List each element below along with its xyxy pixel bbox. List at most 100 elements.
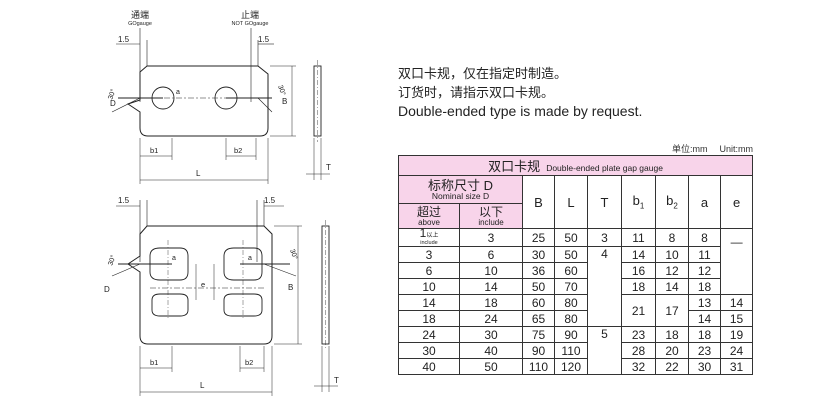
col-header-L: L — [554, 175, 588, 229]
cell-include: 24 — [459, 310, 523, 327]
table-row: 14 18 60 80 21 17 13 14 — [398, 294, 754, 327]
cell-a: 18 — [688, 278, 721, 295]
cell-a: 23 — [688, 342, 721, 359]
include-cn: 以下 — [478, 204, 503, 219]
note-line-1: 双口卡规，仅在指定时制造。 — [398, 66, 568, 81]
cell-a: 12 — [688, 262, 721, 279]
cell-b2-merged: 17 — [655, 294, 689, 327]
cell-b1: 28 — [621, 342, 656, 359]
cell-b2: 14 — [655, 278, 689, 295]
cell-include: 3 — [459, 228, 523, 247]
table-title: 双口卡规 Double-ended plate gap gauge — [397, 155, 754, 176]
nominal-size-cn: 标称尺寸 D — [427, 177, 493, 193]
cell-b1: 23 — [621, 326, 656, 343]
dim-T-top: T — [326, 163, 331, 172]
table-header-row-2: 超过 above 以下 include — [398, 203, 753, 229]
cell-e: 14 — [719, 294, 754, 311]
units-label: 单位:mm Unit:mm — [672, 142, 753, 155]
above-cn: 超过 — [416, 204, 441, 219]
cell-a: 30 — [688, 358, 721, 375]
cell-include: 40 — [459, 342, 523, 359]
notgo-label-cn: 止端 — [241, 9, 259, 20]
cell-include: 30 — [459, 326, 523, 343]
dim-a-bottom-left: a — [172, 255, 176, 262]
order-notes: 双口卡规，仅在指定时制造。 订货时，请指示双口卡规。 Double-ended … — [398, 64, 642, 121]
cell-L: 120 — [554, 358, 588, 375]
col-header-b2-letter: b — [666, 193, 674, 209]
cell-above: 24 — [398, 326, 460, 343]
cell-B: 90 — [522, 342, 555, 359]
cell-include: 50 — [459, 358, 523, 375]
units-en: Unit:mm — [719, 144, 754, 154]
col-header-b2-sub: 2 — [673, 201, 678, 211]
cell-B: 75 — [522, 326, 555, 343]
col-header-B: B — [522, 175, 555, 229]
slot-width-label-go: 1.5 — [118, 35, 130, 44]
cell-above-first: 1以上 include — [398, 227, 460, 247]
cell-T: 4 — [587, 246, 622, 327]
cell-B: 50 — [522, 278, 555, 295]
cell-above: 18 — [398, 310, 460, 327]
col-header-b1: b1 — [621, 175, 656, 229]
cell-b1: 11 — [621, 228, 656, 247]
cell-e-dash: — — [719, 228, 754, 295]
table-row: 18 24 65 80 14 15 — [398, 310, 754, 327]
dim-b1-bottom: b1 — [150, 358, 158, 367]
table-row: 1以上 include 3 25 50 3 11 8 8 — — [398, 227, 754, 295]
table-title-cn: 双口卡规 — [488, 159, 541, 174]
col-header-b1-sub: 1 — [639, 201, 645, 211]
cell-L: 50 — [554, 228, 588, 247]
gauge-drawings-svg: 通端 GOgauge 止端 NOT GOgauge 1.5 1.5 30° 30… — [104, 9, 339, 396]
table-title-en: Double-ended plate gap gauge — [546, 163, 663, 173]
col-header-a: a — [688, 175, 721, 229]
dim-L-bottom: L — [200, 381, 205, 390]
cell-L: 50 — [554, 246, 588, 263]
cell-above: 14 — [398, 294, 460, 311]
cell-b1: 18 — [621, 278, 656, 295]
cell-above: 30 — [398, 342, 460, 359]
cell-b2: 20 — [655, 342, 689, 359]
nominal-size-en: Nominal size D — [431, 190, 490, 201]
cell-b1: 32 — [621, 358, 656, 375]
cell-include: 14 — [459, 278, 523, 295]
cell-b2: 18 — [655, 326, 689, 343]
dim-B-bottom: B — [288, 283, 293, 292]
cell-b2: 12 — [655, 262, 689, 279]
top-plate-outline — [126, 65, 269, 137]
dim-D-bottom: D — [104, 285, 110, 294]
angle-label-bottom-left: 30° — [106, 254, 117, 267]
cell-b1: 14 — [621, 246, 656, 263]
cell-B: 110 — [522, 358, 555, 375]
slot-width-label-bottom-go: 1.5 — [118, 196, 130, 205]
table-row: 40 50 110 120 32 22 30 31 — [398, 358, 754, 375]
notgo-label-en: NOT GOgauge — [232, 21, 269, 27]
first-above-note-en: include — [420, 240, 438, 246]
angle-label-bottom-right: 30° — [288, 248, 299, 261]
dim-B-top: B — [282, 97, 287, 106]
cell-a: 18 — [688, 326, 721, 343]
cell-B: 60 — [522, 294, 555, 311]
table-row: 6 10 36 60 16 12 12 — [398, 262, 753, 279]
slot-width-label-notgo: 1.5 — [258, 35, 270, 44]
table-row: 3 6 30 50 4 14 10 11 — [398, 246, 753, 327]
cell-L: 90 — [554, 326, 588, 343]
table-row: 30 40 90 110 28 20 23 24 — [398, 342, 754, 359]
note-line-2: 订货时，请指示双口卡规。 — [398, 85, 555, 100]
dim-D-top: D — [110, 99, 116, 108]
cell-above: 40 — [398, 358, 460, 375]
cell-a: 14 — [688, 310, 721, 327]
cell-include: 6 — [459, 246, 523, 263]
cell-b2: 22 — [655, 358, 689, 375]
cell-b2: 8 — [655, 228, 689, 247]
cell-a: 13 — [688, 294, 721, 311]
units-cn: 单位:mm — [672, 144, 708, 154]
cell-L: 60 — [554, 262, 588, 279]
note-line-3: Double-ended type is made by request. — [398, 103, 643, 119]
include-en: include — [478, 217, 504, 227]
bottom-plate-outline — [127, 225, 273, 345]
first-above-note-cn: 以上 — [426, 233, 439, 239]
cell-b1-merged: 21 — [621, 294, 656, 327]
dim-a-top: a — [176, 89, 180, 96]
table-row: 24 30 75 90 5 23 18 18 19 — [398, 326, 754, 375]
col-header-e: e — [719, 175, 754, 229]
